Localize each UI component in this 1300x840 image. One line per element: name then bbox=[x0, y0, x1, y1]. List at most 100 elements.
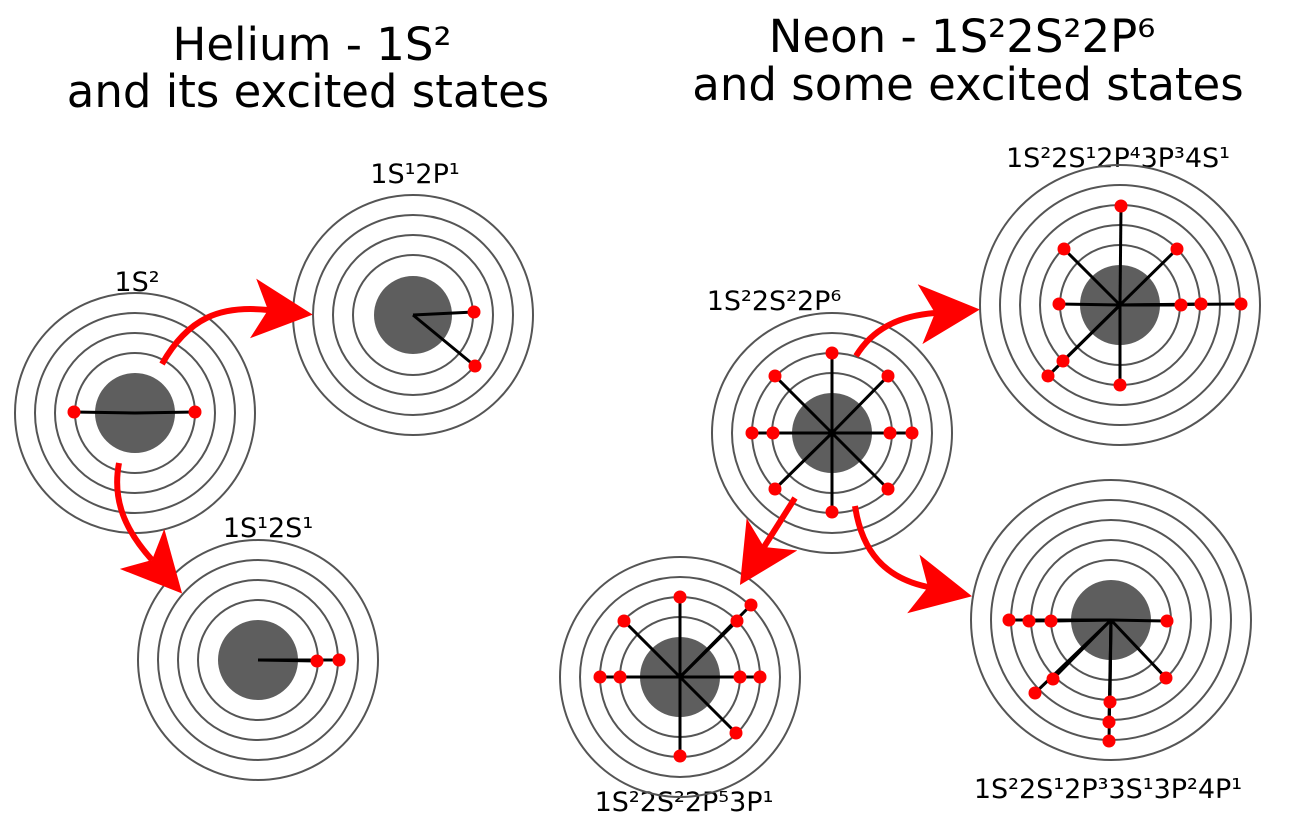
electron bbox=[1044, 614, 1058, 628]
neon-heading-line2: and some excited states bbox=[692, 58, 1243, 111]
electron-shell bbox=[970, 479, 1252, 761]
electron bbox=[905, 426, 919, 440]
electron bbox=[613, 670, 627, 684]
electron bbox=[883, 426, 897, 440]
electron-bond bbox=[1109, 618, 1168, 680]
electron bbox=[1194, 297, 1208, 311]
electron bbox=[766, 426, 780, 440]
atom-label-ne-ground: 1S²2S²2P⁶ bbox=[707, 286, 842, 317]
electron bbox=[332, 653, 346, 667]
electron bbox=[188, 405, 202, 419]
electron-shell bbox=[157, 559, 359, 761]
electron bbox=[1022, 614, 1036, 628]
electron bbox=[617, 614, 631, 628]
electron-bond bbox=[412, 313, 476, 368]
electron-shell bbox=[731, 332, 933, 534]
electron-shell bbox=[711, 312, 953, 554]
electron-shell bbox=[332, 234, 494, 396]
electron-bond bbox=[830, 431, 890, 491]
electron bbox=[1113, 378, 1127, 392]
electron bbox=[1160, 614, 1174, 628]
electron bbox=[1028, 686, 1042, 700]
electron bbox=[729, 726, 743, 740]
atom-ne-ground bbox=[711, 312, 953, 554]
atom-ne-bottom-left bbox=[559, 556, 801, 798]
electron-bond bbox=[1118, 247, 1179, 307]
electron bbox=[1102, 734, 1116, 748]
atom-label-he-1s1-2s1: 1S¹2S¹ bbox=[223, 513, 313, 544]
electron bbox=[1174, 298, 1188, 312]
electron bbox=[67, 405, 81, 419]
atom-he-ground bbox=[14, 292, 256, 534]
electron bbox=[310, 654, 324, 668]
atom-label-ne-bottom-left: 1S²2S²2P⁵3P¹ bbox=[595, 787, 774, 818]
electron-bond bbox=[830, 374, 890, 435]
electron-bond bbox=[73, 410, 136, 415]
electron-bond bbox=[773, 374, 834, 435]
atom-ne-bottom-right bbox=[970, 479, 1252, 761]
electron bbox=[1170, 242, 1184, 256]
atom-label-ne-top-right: 1S²2S¹2P⁴3P³4S¹ bbox=[1006, 143, 1230, 174]
electron bbox=[768, 482, 782, 496]
electron-shell bbox=[579, 576, 781, 778]
electron bbox=[825, 346, 839, 360]
electron bbox=[1234, 297, 1248, 311]
electron bbox=[1002, 613, 1016, 627]
electron bbox=[1056, 354, 1070, 368]
helium-heading-line2: and its excited states bbox=[67, 65, 549, 118]
electron-bond bbox=[412, 310, 475, 317]
electron bbox=[1102, 715, 1116, 729]
atom-he-1s1-2p1 bbox=[292, 194, 534, 436]
electron-shell bbox=[979, 164, 1261, 446]
electron bbox=[753, 670, 767, 684]
electron-bond bbox=[1062, 247, 1122, 307]
electron-bond bbox=[678, 675, 738, 735]
electron bbox=[673, 749, 687, 763]
electron-bond bbox=[1110, 618, 1168, 623]
electron-bond bbox=[773, 431, 834, 491]
electron bbox=[881, 482, 895, 496]
electron-shell bbox=[559, 556, 801, 798]
electron-bond bbox=[1058, 302, 1121, 307]
arrow-ne-ground-to-bottom-right bbox=[852, 505, 973, 614]
electron bbox=[468, 359, 482, 373]
electron bbox=[673, 590, 687, 604]
neon-heading: Neon - 1S²2S²2P⁶ and some excited states bbox=[692, 10, 1243, 111]
atom-label-he-1s1-2p1: 1S¹2P¹ bbox=[370, 159, 459, 190]
arrow-ne-ground-to-bottom-left bbox=[739, 496, 798, 586]
neon-heading-line1: Neon - 1S²2S²2P⁶ bbox=[769, 10, 1156, 63]
electron-bond bbox=[1050, 618, 1112, 623]
helium-heading-line1: Helium - 1S² bbox=[173, 18, 452, 71]
transition-arrows bbox=[114, 278, 980, 614]
atom-ne-top-right bbox=[979, 164, 1261, 446]
arrow-he-ground-to-1s1-2p1 bbox=[159, 278, 313, 366]
electron bbox=[733, 670, 747, 684]
arrow-ne-ground-to-top-right bbox=[853, 284, 980, 358]
arrow-he-ground-to-1s1-2s1 bbox=[114, 462, 183, 594]
electron-shell bbox=[34, 312, 236, 514]
electron bbox=[744, 598, 758, 612]
electron bbox=[1057, 242, 1071, 256]
electron-bond bbox=[622, 619, 682, 679]
electron-shell bbox=[312, 214, 514, 416]
electron-shell bbox=[137, 539, 379, 781]
electron bbox=[768, 369, 782, 383]
electron bbox=[1103, 695, 1117, 709]
electron bbox=[745, 426, 759, 440]
electron bbox=[1159, 671, 1173, 685]
electron-bond bbox=[134, 410, 196, 415]
electron-shell bbox=[54, 332, 216, 494]
electron bbox=[825, 505, 839, 519]
atom-label-ne-bottom-right: 1S²2S¹2P³3S¹3P²4P¹ bbox=[974, 774, 1242, 805]
electron bbox=[1046, 672, 1060, 686]
electron-bond bbox=[1118, 205, 1123, 306]
electron bbox=[467, 305, 481, 319]
atom-he-1s1-2s1 bbox=[137, 539, 379, 781]
electron bbox=[881, 369, 895, 383]
electron bbox=[730, 614, 744, 628]
electron bbox=[1052, 297, 1066, 311]
helium-heading: Helium - 1S² and its excited states bbox=[67, 18, 549, 118]
electron bbox=[1041, 369, 1055, 383]
electron bbox=[593, 670, 607, 684]
